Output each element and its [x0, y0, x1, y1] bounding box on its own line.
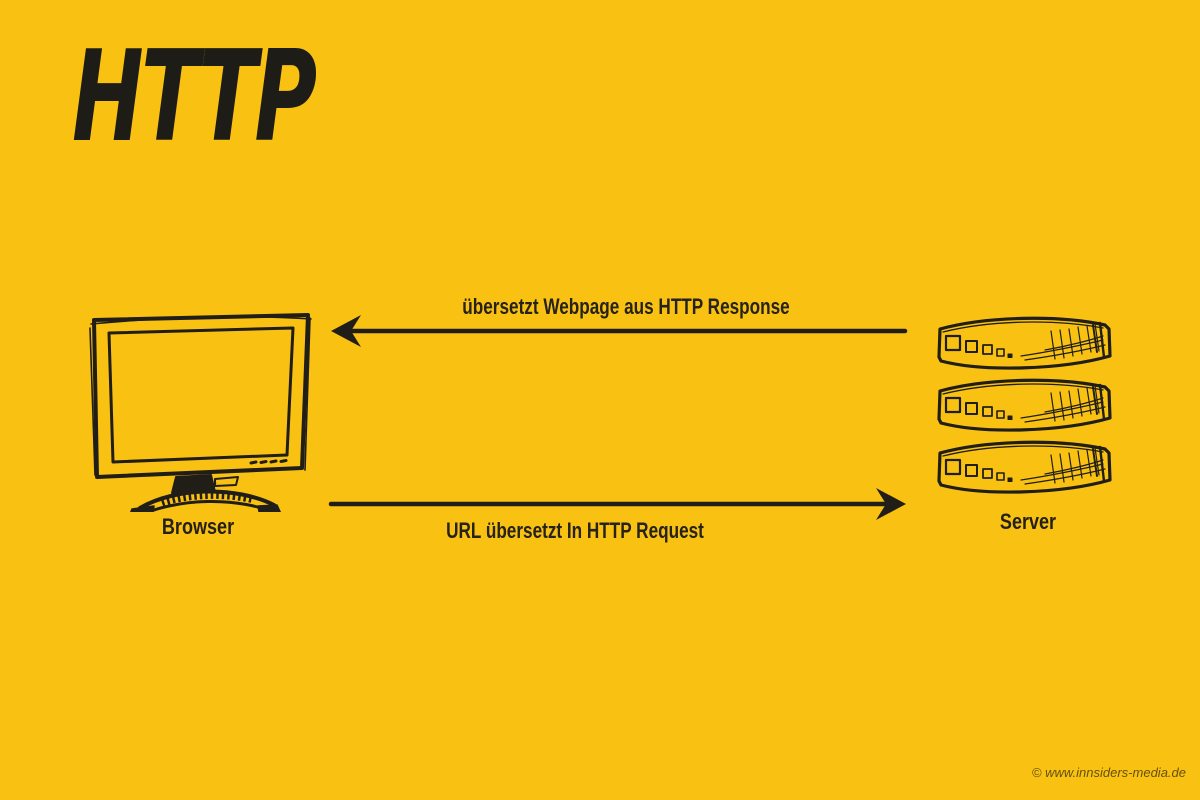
- server-node-label: Server: [999, 509, 1057, 534]
- credit-watermark: © www.innsiders-media.de: [1031, 765, 1186, 780]
- monitor-icon: [89, 313, 312, 512]
- response-arrow: [331, 315, 908, 347]
- response-arrow-label: übersetzt Webpage aus HTTP Response: [462, 294, 790, 319]
- browser-node-label: Browser: [161, 514, 235, 539]
- page-title: HTTP: [72, 23, 317, 170]
- server-stack-icon: [937, 316, 1112, 494]
- request-arrow-label: URL übersetzt In HTTP Request: [446, 518, 704, 543]
- request-arrow: [328, 488, 906, 520]
